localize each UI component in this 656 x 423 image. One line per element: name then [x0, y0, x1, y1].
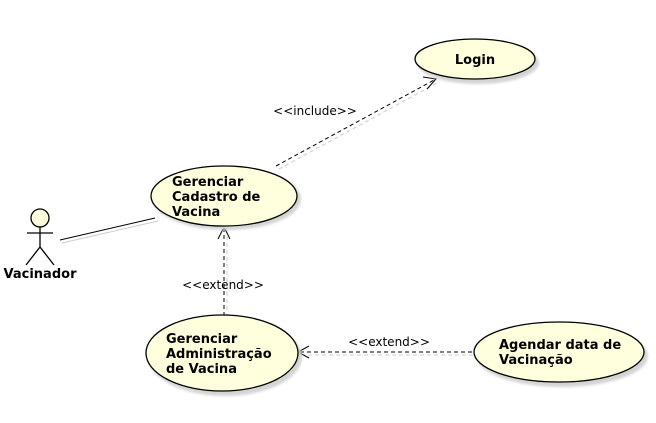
use-case-gerenciar-cadastro[interactable]: Gerenciar Cadastro de Vacina — [150, 165, 301, 230]
use-case-cadastro-line: Gerenciar — [172, 175, 244, 190]
actor-head-icon — [30, 208, 50, 228]
use-case-administracao-line: Administração — [166, 347, 272, 362]
extend-label-administracao: <<extend>> — [348, 335, 430, 349]
include-arrowhead — [422, 76, 437, 90]
svg-text:Gerenciar Administração: Gerenciar Administração de Vacina — [166, 332, 276, 377]
use-case-agendar-data[interactable]: Agendar data de Vacinação — [473, 321, 648, 387]
use-case-cadastro-line: Cadastro de — [172, 190, 261, 205]
extend-relationship-administracao: <<extend>> — [296, 335, 473, 359]
svg-text:Agendar data de Vacinaçã: Agendar data de Vacinação — [499, 338, 626, 368]
svg-text:Gerenciar Cadastro de: Gerenciar Cadastro de Vacina — [172, 175, 265, 220]
use-case-administracao-line: de Vacina — [166, 362, 237, 377]
svg-text:Login: Login — [455, 53, 495, 68]
use-case-gerenciar-administracao[interactable]: Gerenciar Administração de Vacina — [145, 314, 302, 396]
extend-relationship-cadastro: <<extend>> — [182, 225, 264, 317]
use-case-agendar-line: Agendar data de — [499, 338, 621, 353]
include-relationship: <<include>> — [273, 76, 440, 170]
actor-label: Vacinador — [4, 267, 78, 282]
include-label: <<include>> — [273, 104, 357, 118]
use-case-cadastro-line: Vacina — [172, 205, 220, 220]
extend-label-cadastro: <<extend>> — [182, 278, 264, 292]
use-case-administracao-line: Gerenciar — [166, 332, 238, 347]
association-vacinador-cadastro — [59, 217, 159, 244]
use-case-agendar-line: Vacinação — [499, 353, 573, 368]
use-case-login-line: Login — [455, 53, 495, 68]
actor-vacinador[interactable]: Vacinador — [4, 208, 78, 282]
use-case-login[interactable]: Login — [414, 38, 539, 84]
